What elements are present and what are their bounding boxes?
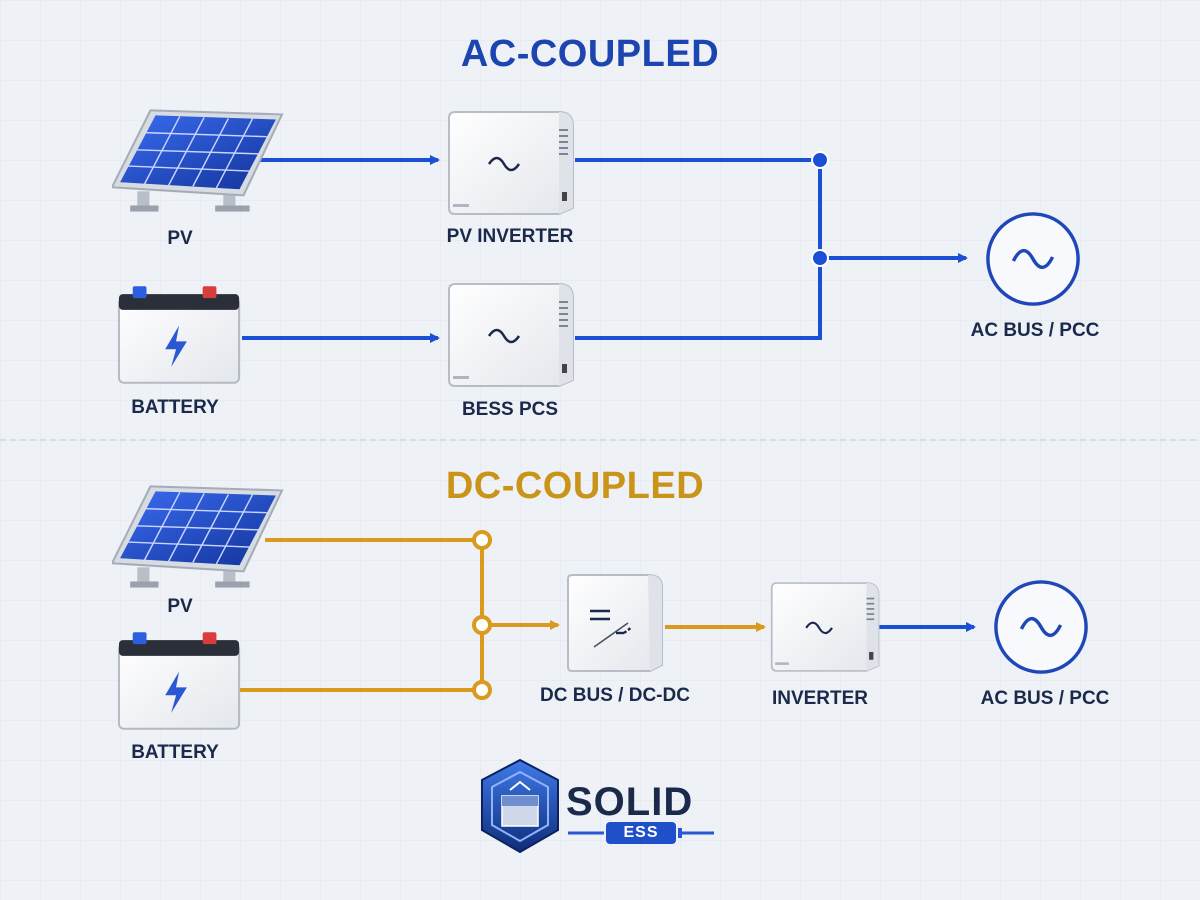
ac-pv-inverter-icon <box>447 110 575 216</box>
ac-junctions <box>811 151 829 267</box>
dc-junction-node <box>472 530 492 550</box>
dc-inverter-label: INVERTER <box>771 688 869 709</box>
dc-battery-label: BATTERY <box>131 742 219 763</box>
dc-junction-node <box>472 680 492 700</box>
ac-junction-node <box>811 151 829 169</box>
dc-bus-pcc-label: AC BUS / PCC <box>980 688 1110 709</box>
dc-inverter-icon <box>770 581 880 673</box>
ac-battery-label: BATTERY <box>131 397 219 418</box>
ac-pv-label: PV <box>167 228 193 249</box>
dc-junctions <box>472 530 492 700</box>
dc-pv-label: PV <box>167 596 193 617</box>
logo-sub-text: ESS <box>623 824 659 841</box>
logo-ess-badge <box>606 822 676 844</box>
ac-battery-icon <box>117 285 241 384</box>
ac-pv-inverter-label: PV INVERTER <box>446 226 574 247</box>
ac-bess-pcs-label: BESS PCS <box>461 399 559 420</box>
dc-battery-icon <box>117 631 241 730</box>
ac-bess-pcs-icon <box>447 282 575 388</box>
solid-ess-logo <box>481 758 714 854</box>
dc-junction-node <box>472 615 492 635</box>
dc-sine-circle-icon <box>994 580 1088 674</box>
dc-coupled-title: DC-COUPLED <box>445 465 705 507</box>
ac-sine-circle-icon <box>986 212 1080 306</box>
ac-coupled-title: AC-COUPLED <box>460 33 720 75</box>
dc-dc-converter-icon <box>566 573 664 673</box>
logo-name-text: SOLID <box>566 780 694 824</box>
dc-bus-dcdc-label: DC BUS / DC-DC <box>540 685 690 706</box>
ac-junction-node <box>811 249 829 267</box>
ac-bus-pcc-label: AC BUS / PCC <box>970 320 1100 341</box>
